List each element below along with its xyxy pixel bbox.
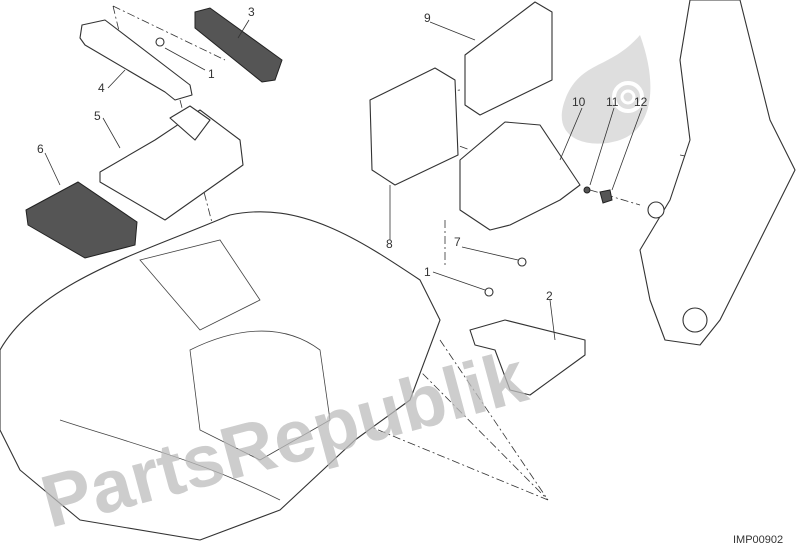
callout-12: 12 [634,95,648,109]
part-3 [194,7,283,83]
screw-1 [155,37,165,47]
callout-1b: 1 [424,265,431,279]
part-12 [599,189,613,204]
callout-9: 9 [424,11,431,25]
callout-4: 4 [98,81,105,95]
tail-housing [0,211,441,541]
callout-5: 5 [94,109,101,123]
part-8 [369,67,459,186]
gear-icon [612,81,644,113]
part-2 [469,319,586,396]
part-10 [459,121,581,231]
part-4 [79,19,193,101]
screw-1b [484,287,494,297]
callout-2: 2 [546,289,553,303]
callout-6: 6 [37,142,44,156]
part-5 [99,109,244,221]
frame-bracket [639,0,796,346]
drawing-code: IMP00902 [733,534,783,546]
callout-11: 11 [606,95,619,109]
callout-1: 1 [208,67,215,81]
callout-7: 7 [454,235,461,249]
callout-3: 3 [248,5,255,19]
part-7 [517,257,527,267]
watermark [561,35,651,144]
callout-8: 8 [386,237,393,251]
part-9 [464,1,553,116]
callout-10: 10 [572,95,586,109]
part-11 [583,186,591,194]
part-6 [25,181,138,259]
